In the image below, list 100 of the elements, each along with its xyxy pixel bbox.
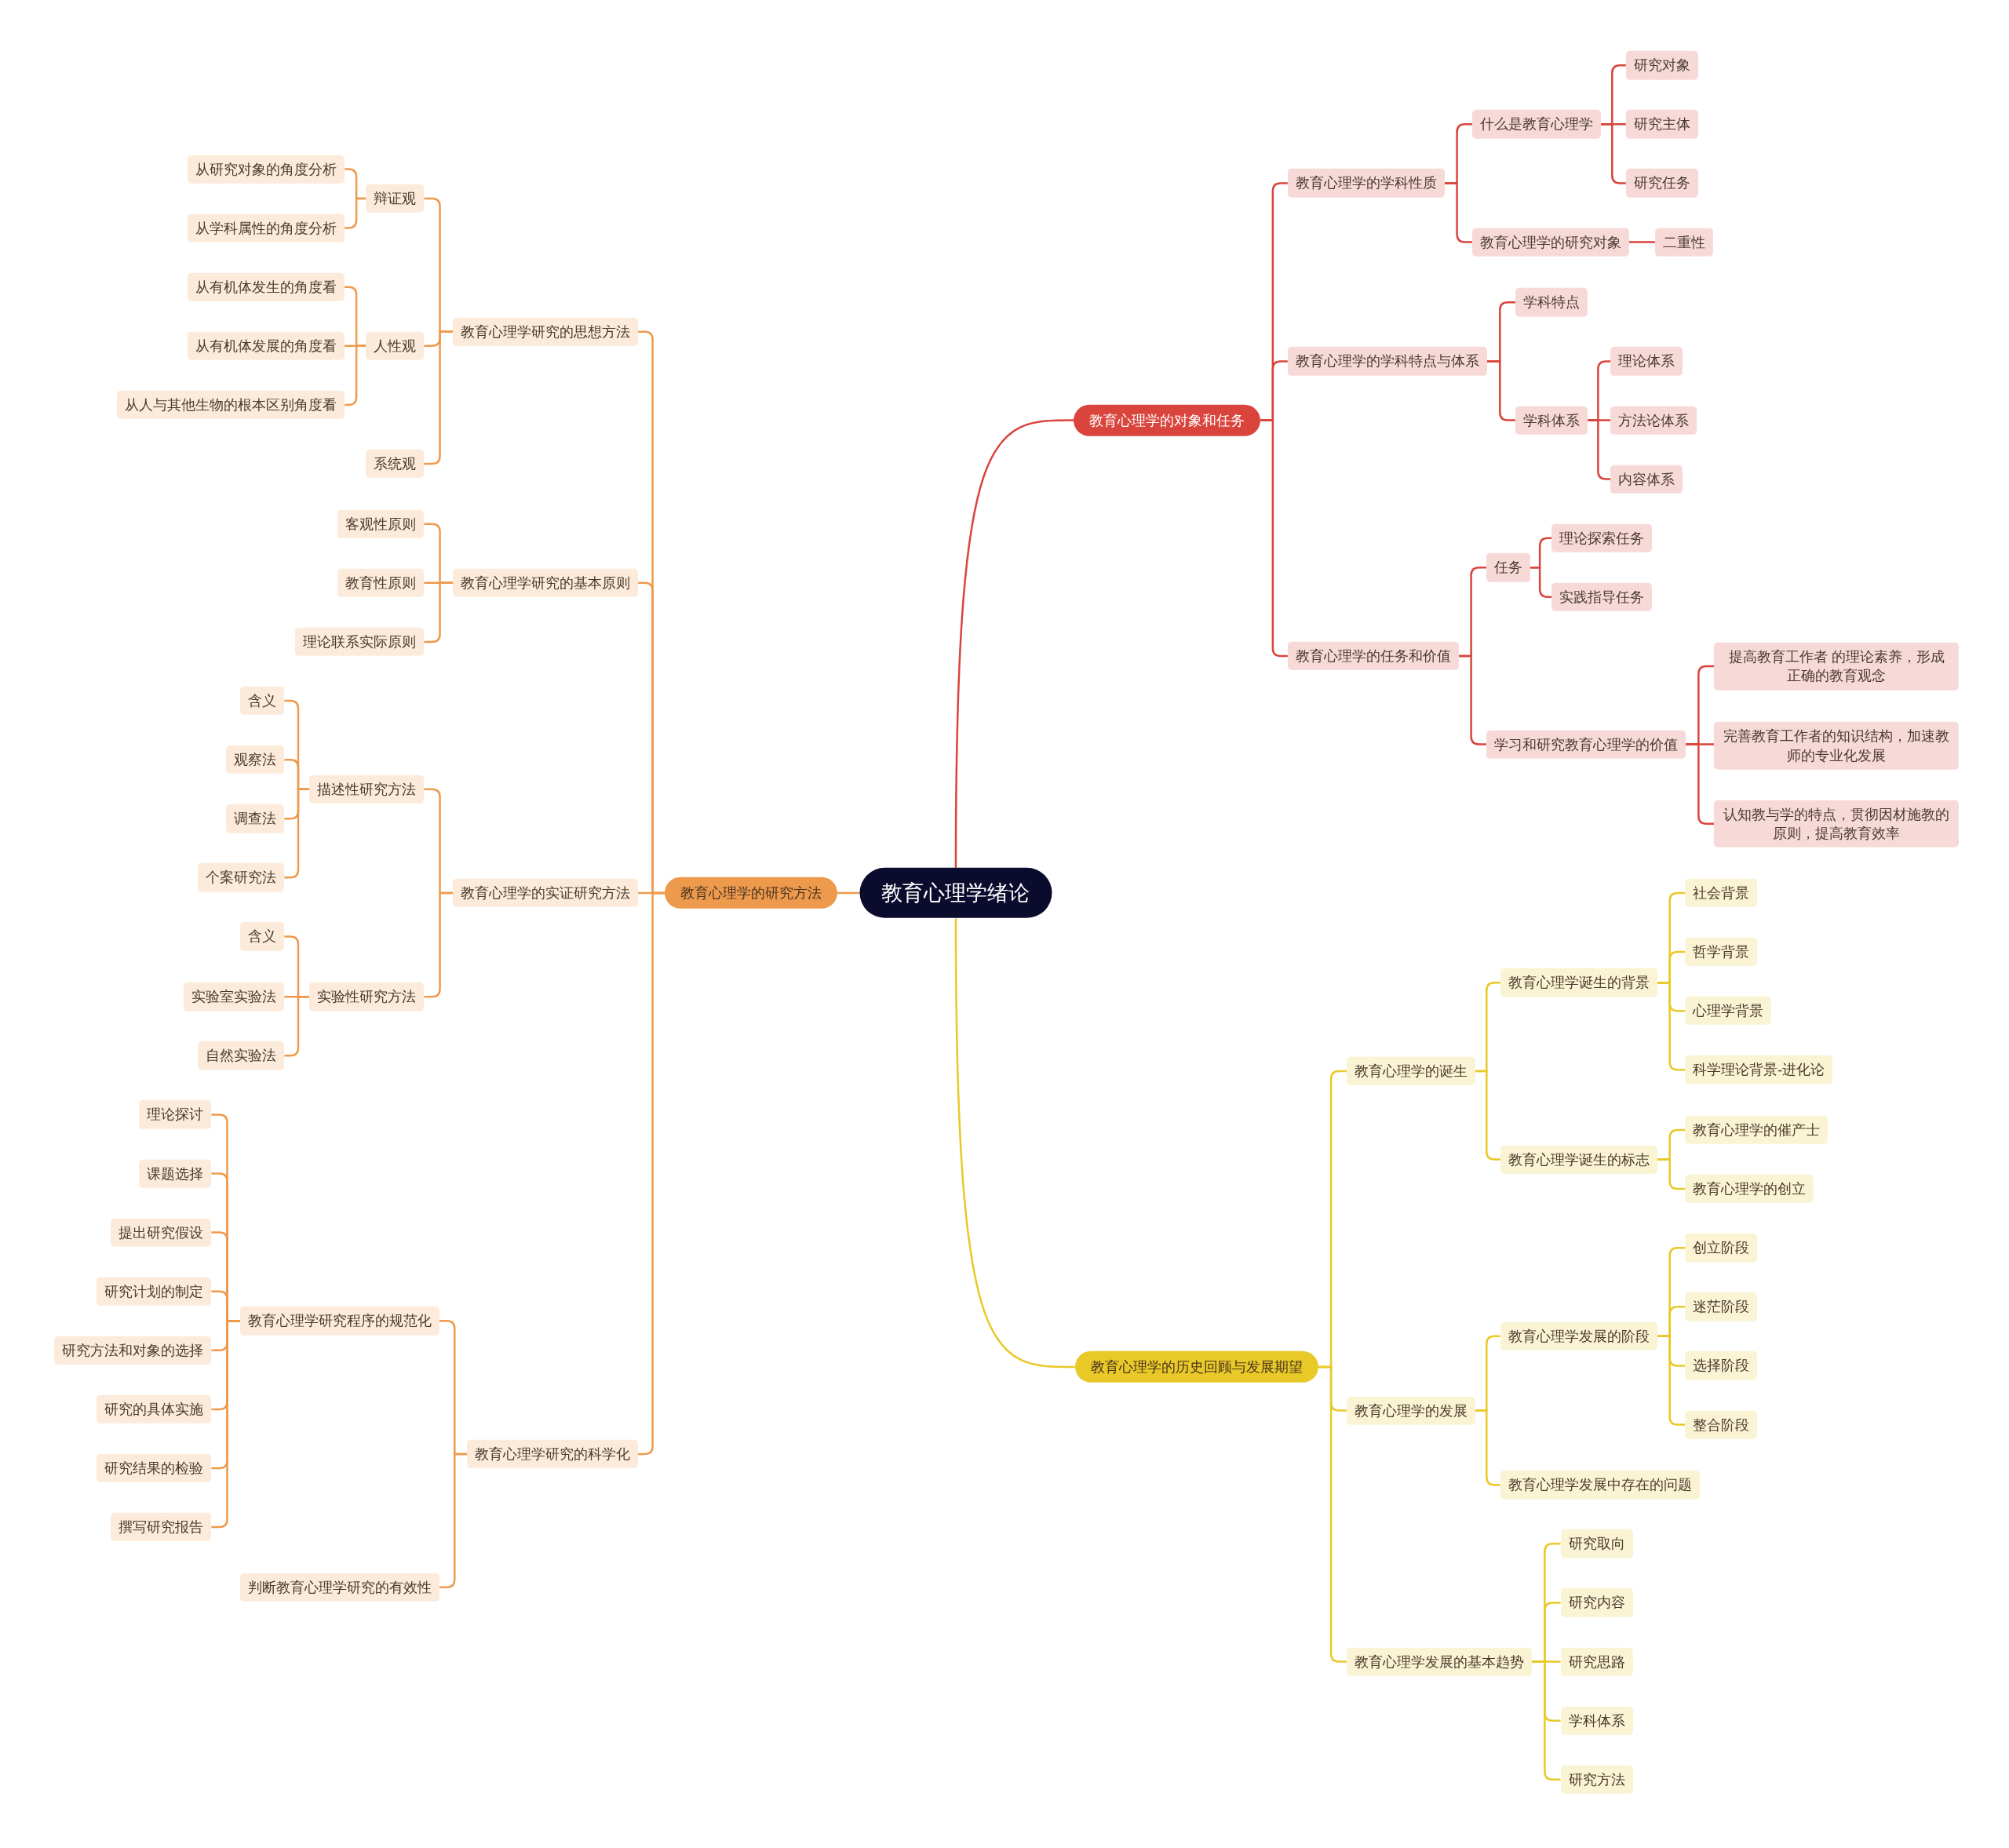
subtopic: 学科体系 xyxy=(1515,406,1588,435)
subtopic: 客观性原则 xyxy=(337,509,425,538)
subtopic: 教育心理学的任务和价值 xyxy=(1287,641,1459,671)
branch-line xyxy=(1318,1365,1347,1663)
branch-line xyxy=(1657,982,1685,1071)
subtopic: 理论联系实际原则 xyxy=(295,627,425,657)
subtopic: 实验室实验法 xyxy=(184,982,285,1011)
subtopic: 调查法 xyxy=(226,804,285,833)
subtopic: 教育心理学的催产士 xyxy=(1684,1115,1828,1145)
subtopic: 理论探讨 xyxy=(139,1100,212,1129)
subtopic: 整合阶段 xyxy=(1684,1410,1757,1439)
subtopic: 二重性 xyxy=(1655,228,1714,257)
subtopic: 撰写研究报告 xyxy=(111,1512,212,1542)
subtopic: 判断教育心理学研究的有效性 xyxy=(240,1573,439,1602)
subtopic: 教育心理学的实证研究方法 xyxy=(453,878,639,908)
branch-line xyxy=(424,330,454,465)
subtopic: 人性观 xyxy=(366,331,425,360)
subtopic: 选择阶段 xyxy=(1684,1351,1757,1380)
subtopic: 教育心理学发展中存在的问题 xyxy=(1500,1471,1700,1500)
branch-line xyxy=(954,419,1074,868)
branch-line xyxy=(1530,567,1552,599)
subtopic: 提高教育工作者 的理论素养，形成正确的教育观念 xyxy=(1714,642,1960,691)
subtopic: 教育心理学研究的基本原则 xyxy=(453,568,639,597)
subtopic: 实验性研究方法 xyxy=(309,982,425,1011)
subtopic: 科学理论背景-进化论 xyxy=(1684,1055,1833,1084)
subtopic: 教育心理学的学科性质 xyxy=(1287,169,1445,198)
branch-line xyxy=(1685,743,1715,826)
subtopic: 研究任务 xyxy=(1625,169,1698,198)
branch-line xyxy=(1260,419,1288,658)
branch-line xyxy=(211,1320,240,1529)
subtopic: 研究对象 xyxy=(1625,51,1698,80)
branch-line xyxy=(1486,360,1516,421)
subtopic: 社会背景 xyxy=(1684,878,1757,908)
branch-line xyxy=(1444,182,1472,243)
branch-line xyxy=(284,995,310,1057)
subtopic: 方法论体系 xyxy=(1610,406,1697,435)
branch-line xyxy=(439,1453,468,1589)
subtopic: 学科体系 xyxy=(1560,1706,1633,1735)
subtopic: 从研究对象的角度分析 xyxy=(188,155,345,184)
main-topic: 教育心理学的研究方法 xyxy=(664,877,837,909)
branch-line xyxy=(345,197,366,229)
central-topic: 教育心理学绪论 xyxy=(859,867,1052,919)
branch-line xyxy=(1657,1158,1685,1190)
subtopic: 教育心理学的创立 xyxy=(1684,1174,1814,1204)
subtopic: 个案研究法 xyxy=(198,863,285,892)
branch-line xyxy=(1458,654,1486,745)
subtopic: 从有机体发展的角度看 xyxy=(188,331,345,360)
branch-line xyxy=(837,891,860,895)
branch-line xyxy=(424,891,454,998)
subtopic: 从学科属性的角度分析 xyxy=(188,213,345,242)
subtopic: 系统观 xyxy=(366,449,425,479)
subtopic: 自然实验法 xyxy=(198,1041,285,1070)
subtopic: 研究计划的制定 xyxy=(97,1277,212,1306)
subtopic: 教育心理学研究的科学化 xyxy=(467,1439,639,1469)
subtopic: 学科特点 xyxy=(1515,288,1588,317)
branch-line xyxy=(1657,1335,1685,1426)
subtopic: 什么是教育心理学 xyxy=(1471,110,1601,139)
main-topic: 教育心理学的对象和任务 xyxy=(1074,404,1261,436)
subtopic: 心理学背景 xyxy=(1684,997,1771,1026)
subtopic: 完善教育工作者的知识结构，加速教师的专业化发展 xyxy=(1714,721,1960,770)
subtopic: 观察法 xyxy=(226,745,285,775)
branch-line xyxy=(954,918,1075,1369)
subtopic: 含义 xyxy=(240,922,285,951)
subtopic: 任务 xyxy=(1486,553,1530,582)
subtopic: 研究方法和对象的选择 xyxy=(54,1336,212,1365)
subtopic: 含义 xyxy=(240,686,285,716)
subtopic: 教育心理学研究的思想方法 xyxy=(453,317,639,346)
subtopic: 教育心理学诞生的背景 xyxy=(1500,968,1657,997)
subtopic: 研究内容 xyxy=(1560,1588,1633,1617)
subtopic: 课题选择 xyxy=(139,1159,212,1188)
subtopic: 迷茫阶段 xyxy=(1684,1292,1757,1321)
branch-line xyxy=(1628,241,1656,243)
subtopic: 教育心理学研究程序的规范化 xyxy=(240,1307,439,1336)
subtopic: 描述性研究方法 xyxy=(309,775,425,804)
subtopic: 教育心理学的诞生 xyxy=(1346,1056,1475,1086)
subtopic: 研究主体 xyxy=(1625,110,1698,139)
subtopic: 研究的具体实施 xyxy=(97,1394,212,1424)
branch-line xyxy=(284,788,310,879)
subtopic: 研究方法 xyxy=(1560,1765,1633,1794)
subtopic: 辩证观 xyxy=(366,184,425,213)
subtopic: 教育性原则 xyxy=(337,568,425,597)
subtopic: 教育心理学的学科特点与体系 xyxy=(1287,347,1487,376)
subtopic: 哲学背景 xyxy=(1684,937,1757,967)
branch-line xyxy=(424,581,454,643)
subtopic: 创立阶段 xyxy=(1684,1234,1757,1263)
subtopic: 认知教与学的特点，贯彻因材施教的原则，提高教育效率 xyxy=(1714,800,1960,848)
subtopic: 教育心理学发展的阶段 xyxy=(1500,1321,1657,1350)
subtopic: 教育心理学的发展 xyxy=(1346,1396,1475,1425)
subtopic: 内容体系 xyxy=(1610,465,1683,494)
subtopic: 研究思路 xyxy=(1560,1647,1633,1676)
subtopic: 学习和研究教育心理学的价值 xyxy=(1486,730,1686,759)
subtopic: 从有机体发生的角度看 xyxy=(188,272,345,301)
main-topic: 教育心理学的历史回顾与发展期望 xyxy=(1074,1350,1318,1383)
subtopic: 教育心理学诞生的标志 xyxy=(1500,1145,1657,1174)
subtopic: 从人与其他生物的根本区别角度看 xyxy=(117,390,345,420)
subtopic: 理论探索任务 xyxy=(1551,523,1653,552)
subtopic: 教育心理学的研究对象 xyxy=(1471,228,1629,257)
subtopic: 研究结果的检验 xyxy=(97,1453,212,1483)
subtopic: 实践指导任务 xyxy=(1551,582,1653,611)
subtopic: 提出研究假设 xyxy=(111,1218,212,1247)
